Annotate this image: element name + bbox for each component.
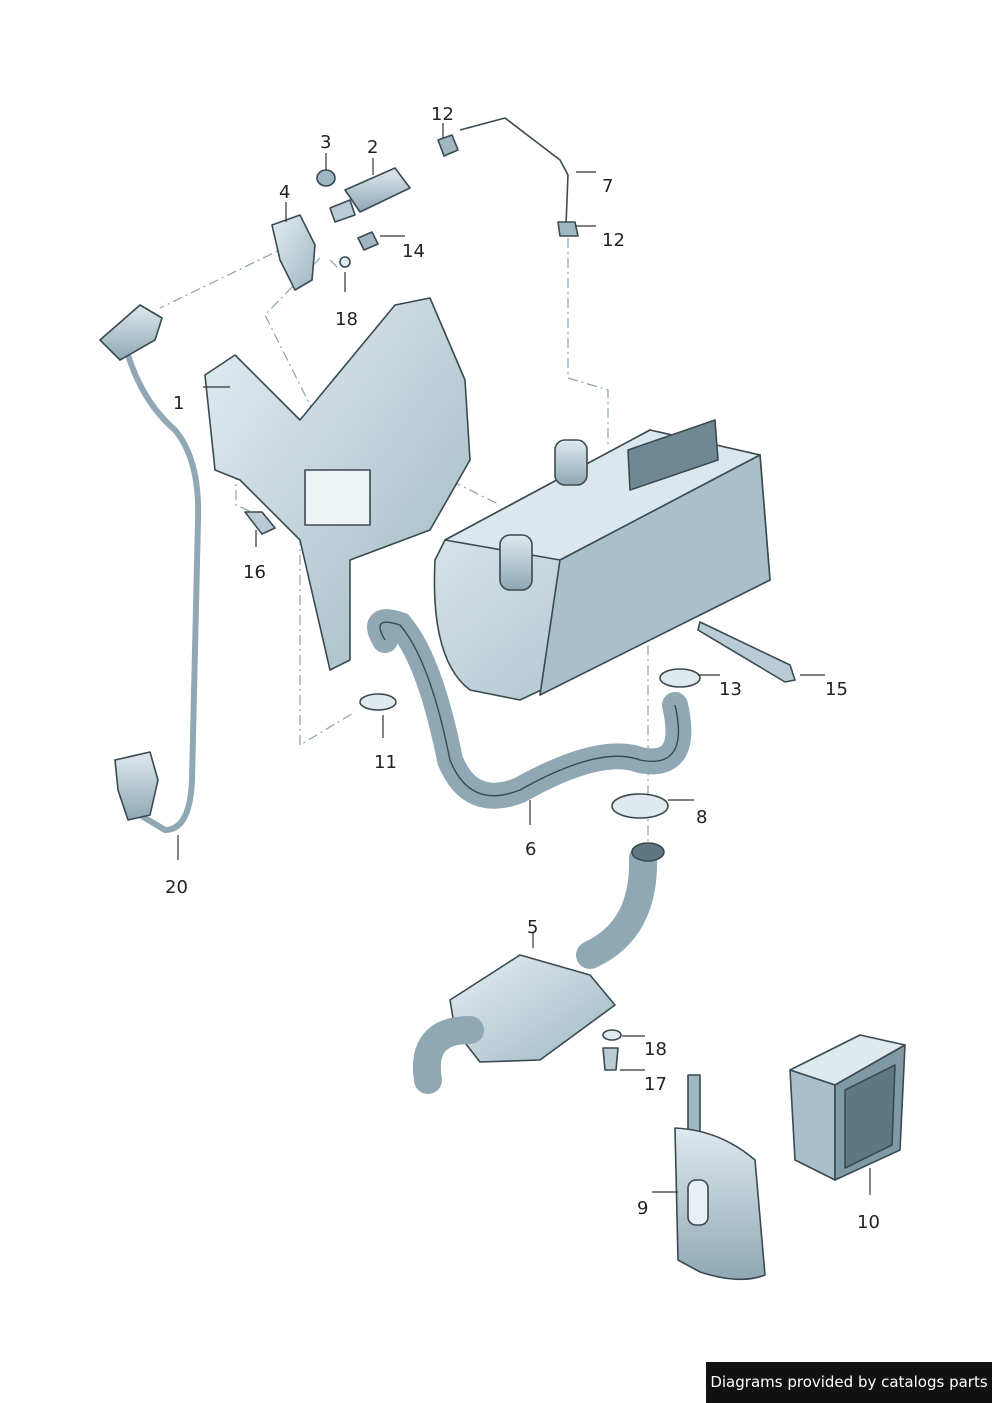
remote-control — [674, 1074, 766, 1281]
callout-12: 12 — [602, 230, 625, 251]
leader-lines — [177, 123, 871, 1195]
callout-14: 14 — [402, 241, 425, 262]
attribution-badge: Diagrams provided by catalogs parts — [706, 1362, 992, 1403]
fuel-line — [459, 117, 569, 226]
callout-1: 1 — [173, 393, 185, 414]
bracket — [204, 297, 471, 671]
clamp-11 — [359, 693, 397, 711]
callout-16: 16 — [243, 562, 266, 583]
bolt — [697, 621, 796, 683]
callout-4: 4 — [279, 182, 291, 203]
callout-17: 17 — [644, 1074, 667, 1095]
clamp-13 — [659, 668, 701, 688]
callout-3: 3 — [320, 132, 332, 153]
fuel-pump — [271, 134, 459, 291]
callout-8: 8 — [696, 807, 708, 828]
callout-5: 5 — [527, 917, 539, 938]
control-unit — [789, 1034, 906, 1181]
callout-9: 9 — [637, 1198, 649, 1219]
callout-2: 2 — [367, 137, 379, 158]
cable-harness — [99, 304, 202, 834]
callout-20: 20 — [165, 877, 188, 898]
heater-unit — [433, 419, 771, 701]
clamp-8 — [611, 793, 669, 819]
exhaust-silencer — [412, 842, 665, 1094]
callout-7: 7 — [602, 176, 614, 197]
callout-15: 15 — [825, 679, 848, 700]
callout-6: 6 — [525, 839, 537, 860]
callout-13: 13 — [719, 679, 742, 700]
callout-10: 10 — [857, 1212, 880, 1233]
callout-18-upper: 18 — [335, 309, 358, 330]
bolt-16 — [244, 511, 276, 535]
callout-12-top: 12 — [431, 104, 454, 125]
callout-18-lower: 18 — [644, 1039, 667, 1060]
callout-11: 11 — [374, 752, 397, 773]
